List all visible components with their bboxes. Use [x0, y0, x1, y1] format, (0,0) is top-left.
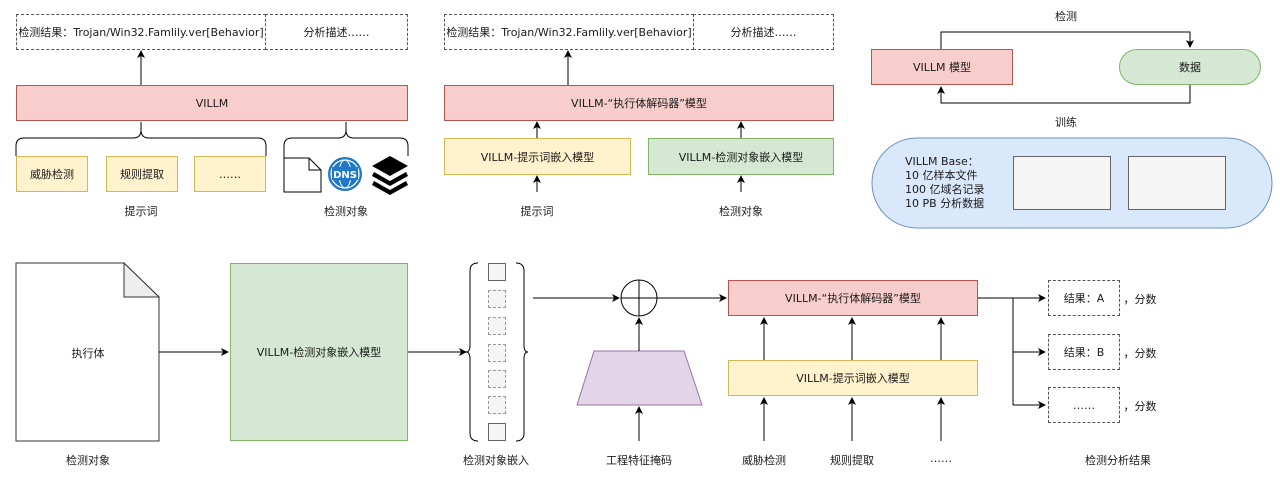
detect-label: 检测 — [1055, 10, 1077, 23]
prompt-label: 规则提取 — [120, 168, 164, 181]
embedding-cell — [488, 317, 506, 335]
executable-label: 执行体 — [71, 347, 105, 360]
data-label: 数据 — [1179, 61, 1201, 74]
train-loop — [937, 85, 1191, 104]
base-placeholder-box-2 — [1128, 156, 1226, 210]
prompt-embed-model-label: VILLM-提示词嵌入模型 — [480, 150, 595, 164]
result-label: 结果：B — [1063, 346, 1105, 359]
villm-model-label-3: VILLM 模型 — [912, 61, 971, 74]
svg-text:DNS: DNS — [333, 170, 357, 181]
embedding-cell — [488, 370, 506, 388]
object-embed-model-label: VILLM-检测对象嵌入模型 — [678, 150, 804, 164]
layers-icon — [372, 156, 408, 195]
result-label: 结果：A — [1063, 292, 1105, 305]
villm-model-label: VILLM — [195, 96, 229, 110]
prompt-embed-model-box-4: VILLM-提示词嵌入模型 — [728, 360, 978, 396]
villm-model-box: VILLM — [16, 85, 408, 121]
prompt-embed-model-box: VILLM-提示词嵌入模型 — [444, 138, 631, 175]
base-placeholder-box-1 — [1013, 156, 1111, 210]
embedding-caption: 检测对象嵌入 — [463, 454, 529, 467]
detection-result-box-2: 检测结果：Trojan/Win32.Famlily.ver[Behavior] — [444, 14, 694, 50]
decoder-model-label-4: VILLM-“执行体解码器”模型 — [785, 292, 921, 305]
prompt-box-rule-extraction: 规则提取 — [106, 156, 178, 192]
base-line: VILLM Base： — [905, 155, 979, 168]
base-line: 100 亿域名记录 — [905, 183, 985, 196]
embedding-brace-left — [465, 262, 479, 442]
analysis-description-text: 分析描述…… — [303, 26, 370, 39]
results-fanout — [978, 294, 1046, 409]
decoder-model-box-4: VILLM-“执行体解码器”模型 — [728, 280, 978, 316]
object-embed-model-box-4: VILLM-检测对象嵌入模型 — [230, 263, 408, 441]
villm-model-box-3: VILLM 模型 — [871, 49, 1013, 85]
results-caption: 检测分析结果 — [1085, 454, 1151, 467]
analysis-description-box: 分析描述…… — [265, 14, 408, 50]
file-icon — [283, 157, 322, 193]
base-line: 10 亿样本文件 — [905, 169, 978, 182]
detection-result-box: 检测结果：Trojan/Win32.Famlily.ver[Behavior] — [16, 14, 266, 50]
analysis-description-text-2: 分析描述…… — [730, 26, 797, 39]
embedding-cell — [488, 396, 506, 414]
result-score: ，分数 — [1123, 347, 1157, 360]
prompt-caption-threat: 威胁检测 — [742, 454, 786, 467]
detection-result-text: 检测结果：Trojan/Win32.Famlily.ver[Behavior] — [18, 26, 264, 39]
decoder-model-box: VILLM-“执行体解码器”模型 — [444, 85, 834, 121]
embedding-brace-right — [515, 262, 529, 442]
result-score: ，分数 — [1123, 293, 1157, 306]
detect-loop — [940, 31, 1194, 49]
prompts-caption: 提示词 — [124, 205, 158, 218]
result-box-more: …… — [1048, 387, 1120, 423]
brace-objects — [283, 122, 409, 192]
object-caption-4: 检测对象 — [66, 454, 110, 467]
brace-prompts — [15, 122, 267, 156]
base-line: 10 PB 分析数据 — [905, 197, 985, 210]
embedding-cell — [488, 290, 506, 308]
analysis-description-box-2: 分析描述…… — [693, 14, 834, 50]
prompt-embed-model-label-4: VILLM-提示词嵌入模型 — [796, 372, 910, 385]
mask-caption: 工程特征掩码 — [606, 454, 672, 467]
prompt-caption-2: 提示词 — [520, 205, 554, 218]
dns-icon: DNS — [328, 157, 362, 191]
prompt-box-more: …… — [194, 156, 266, 192]
result-box-b: 结果：B — [1048, 334, 1120, 370]
detection-result-text-2: 检测结果：Trojan/Win32.Famlily.ver[Behavior] — [446, 26, 692, 39]
data-pill: 数据 — [1119, 49, 1261, 85]
decoder-model-label: VILLM-“执行体解码器”模型 — [571, 97, 707, 110]
villm-base-text: VILLM Base： 10 亿样本文件 100 亿域名记录 10 PB 分析数… — [905, 155, 1005, 210]
prompt-box-threat-detection: 威胁检测 — [16, 156, 88, 192]
object-embed-model-box: VILLM-检测对象嵌入模型 — [648, 138, 834, 175]
result-score: ，分数 — [1123, 400, 1157, 413]
prompt-caption-more: …… — [930, 452, 952, 465]
prompt-label: …… — [219, 167, 241, 181]
object-embed-model-label-4: VILLM-检测对象嵌入模型 — [256, 346, 382, 359]
result-label: …… — [1073, 398, 1095, 412]
train-label: 训练 — [1055, 116, 1077, 129]
embedding-cell — [488, 344, 506, 362]
feature-mask-trapezoid — [576, 350, 703, 406]
prompt-caption-rule: 规则提取 — [830, 454, 874, 467]
objects-caption: 检测对象 — [324, 205, 368, 218]
object-caption-2: 检测对象 — [719, 205, 763, 218]
executable-document-shape — [15, 261, 161, 442]
sum-operator — [620, 279, 658, 317]
embedding-cell-last — [488, 423, 506, 441]
prompt-label: 威胁检测 — [30, 168, 74, 181]
result-box-a: 结果：A — [1048, 280, 1120, 316]
embedding-cell-first — [488, 263, 506, 281]
